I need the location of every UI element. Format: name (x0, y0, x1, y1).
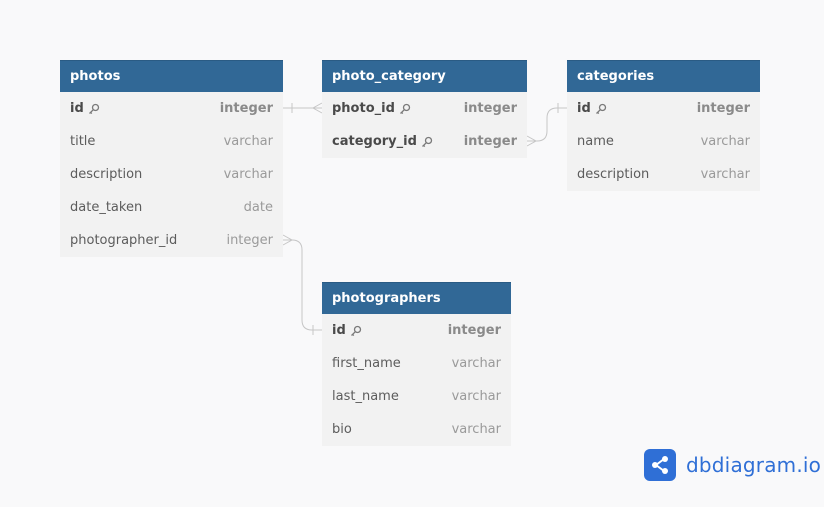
share-nodes-icon (644, 449, 676, 481)
column-name-text: name (577, 134, 614, 149)
column-name-text: first_name (332, 356, 401, 371)
table-header-photos[interactable]: photos (60, 60, 283, 92)
table-row[interactable]: photographer_id integer (60, 224, 283, 257)
column-name: description (70, 167, 142, 182)
column-name-text: id (70, 101, 84, 116)
column-name-text: photo_id (332, 101, 395, 116)
many-marker-photos-photographer-id (282, 234, 294, 246)
table-body-categories: id integer name varchar description varchar (567, 92, 760, 191)
column-name-text: bio (332, 422, 352, 437)
table-row[interactable]: first_name varchar (322, 347, 511, 380)
column-name: bio (332, 422, 352, 437)
key-icon (88, 103, 100, 115)
column-type: integer (219, 101, 273, 116)
column-type: integer (463, 101, 517, 116)
column-type: varchar (223, 134, 273, 149)
column-name: title (70, 134, 95, 149)
column-name: first_name (332, 356, 401, 371)
table-header-photo-category[interactable]: photo_category (322, 60, 527, 92)
many-marker-photo-category-category-id (526, 135, 538, 147)
column-type: varchar (451, 422, 501, 437)
table-row[interactable]: id integer (60, 92, 283, 125)
column-name-text: description (577, 167, 650, 182)
column-name-text: last_name (332, 389, 399, 404)
column-name-text: category_id (332, 134, 417, 149)
table-row[interactable]: id integer (322, 314, 511, 347)
column-type: varchar (451, 356, 501, 371)
many-marker-photo-category-photo-id (311, 102, 323, 114)
relationship-photos-photographers (283, 239, 322, 331)
column-name: date_taken (70, 200, 142, 215)
table-row[interactable]: title varchar (60, 125, 283, 158)
column-name: description (577, 167, 649, 182)
table-row[interactable]: photo_id integer (322, 92, 527, 125)
table-header-categories[interactable]: categories (567, 60, 760, 92)
column-name: id (332, 323, 362, 338)
table-row[interactable]: name varchar (567, 125, 760, 158)
column-name: id (70, 101, 100, 116)
column-type: date (243, 200, 273, 215)
key-icon (421, 136, 433, 148)
table-row[interactable]: category_id integer (322, 125, 527, 158)
column-name: name (577, 134, 614, 149)
column-type: varchar (223, 167, 273, 182)
table-header-photographers[interactable]: photographers (322, 282, 511, 314)
column-type: varchar (700, 167, 750, 182)
column-name: id (577, 101, 607, 116)
column-name: photographer_id (70, 233, 177, 248)
column-name-text: id (577, 101, 591, 116)
column-type: integer (226, 233, 273, 248)
table-row[interactable]: date_taken date (60, 191, 283, 224)
table-row[interactable]: bio varchar (322, 413, 511, 446)
column-name: category_id (332, 134, 433, 149)
column-name: last_name (332, 389, 399, 404)
table-photos[interactable]: photos id integer title varchar description v… (60, 60, 283, 257)
column-name-text: id (332, 323, 346, 338)
table-row[interactable]: description varchar (567, 158, 760, 191)
column-type: integer (463, 134, 517, 149)
column-type: integer (447, 323, 501, 338)
key-icon (399, 103, 411, 115)
key-icon (350, 325, 362, 337)
column-type: varchar (700, 134, 750, 149)
brand-name: dbdiagram.io (686, 453, 822, 477)
column-name-text: title (70, 134, 96, 149)
key-icon (595, 103, 607, 115)
column-name-text: date_taken (70, 200, 143, 215)
table-row[interactable]: last_name varchar (322, 380, 511, 413)
column-name: photo_id (332, 101, 411, 116)
column-type: varchar (451, 389, 501, 404)
table-row[interactable]: description varchar (60, 158, 283, 191)
column-name-text: description (70, 167, 143, 182)
dbdiagram-brand[interactable]: dbdiagram.io (644, 449, 821, 481)
table-row[interactable]: id integer (567, 92, 760, 125)
column-type: integer (696, 101, 750, 116)
relationship-photo-category-categories (527, 107, 567, 142)
column-name-text: photographer_id (70, 233, 178, 248)
